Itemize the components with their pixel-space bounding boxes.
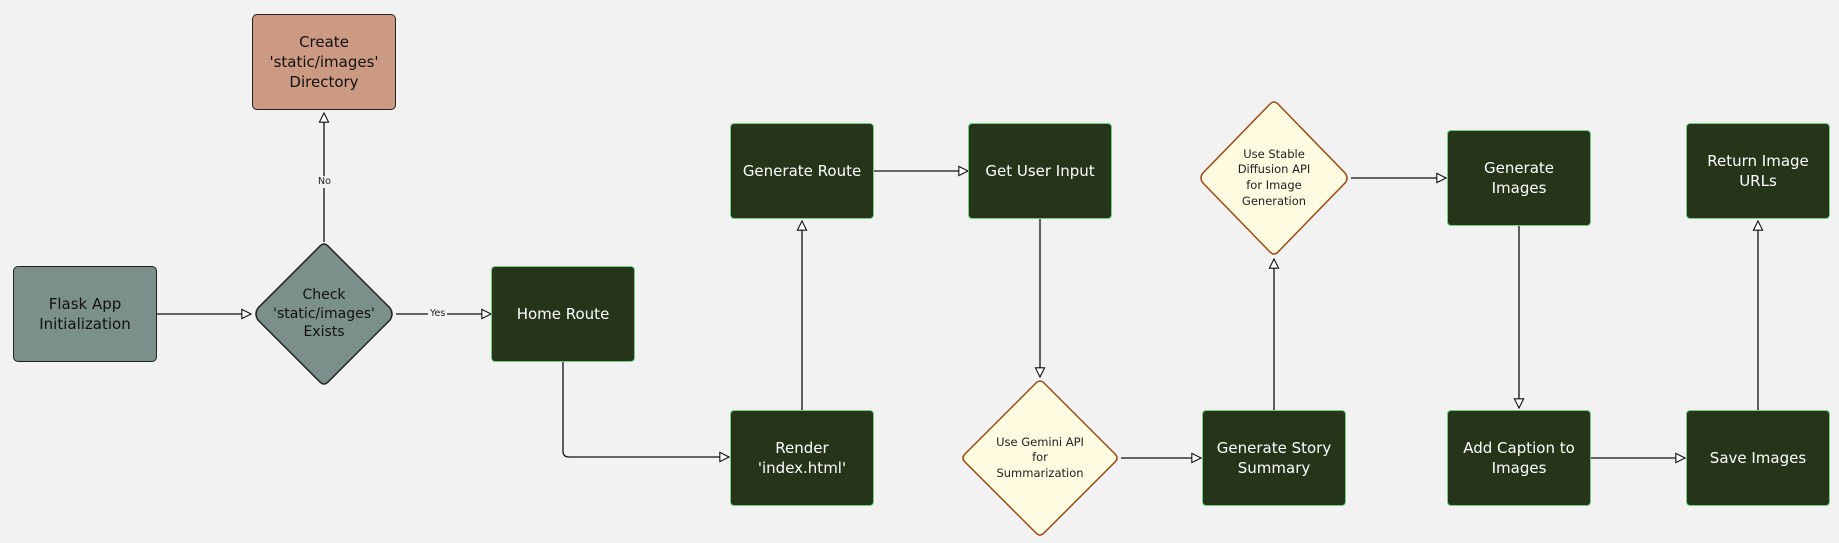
stable-diffusion-label: Use Stable Diffusion API for Image Gener… [1237,146,1311,208]
edge-home-to-render [562,362,729,457]
render-index-node[interactable]: Render 'index.html' [730,410,874,506]
generate-story-summary-node[interactable]: Generate Story Summary [1202,410,1346,506]
gemini-api-diamond[interactable] [962,380,1118,536]
edge-label-yes: Yes [428,308,448,320]
generate-route-node[interactable]: Generate Route [730,123,874,219]
stable-diffusion-diamond[interactable] [1200,101,1348,255]
check-exists-label: Check 'static/images' Exists [273,286,375,341]
create-directory-node[interactable]: Create 'static/images' Directory [252,14,396,110]
get-user-input-node[interactable]: Get User Input [968,123,1112,219]
generate-images-node[interactable]: Generate Images [1447,130,1591,226]
flask-app-initialization-node[interactable]: Flask App Initialization [13,266,157,362]
check-exists-diamond[interactable] [255,243,393,385]
return-image-urls-node[interactable]: Return Image URLs [1686,123,1830,219]
gemini-api-label: Use Gemini API for Summarization [996,434,1084,480]
home-route-node[interactable]: Home Route [491,266,635,362]
edge-label-no: No [316,176,333,188]
save-images-node[interactable]: Save Images [1686,410,1830,506]
add-caption-node[interactable]: Add Caption to Images [1447,410,1591,506]
